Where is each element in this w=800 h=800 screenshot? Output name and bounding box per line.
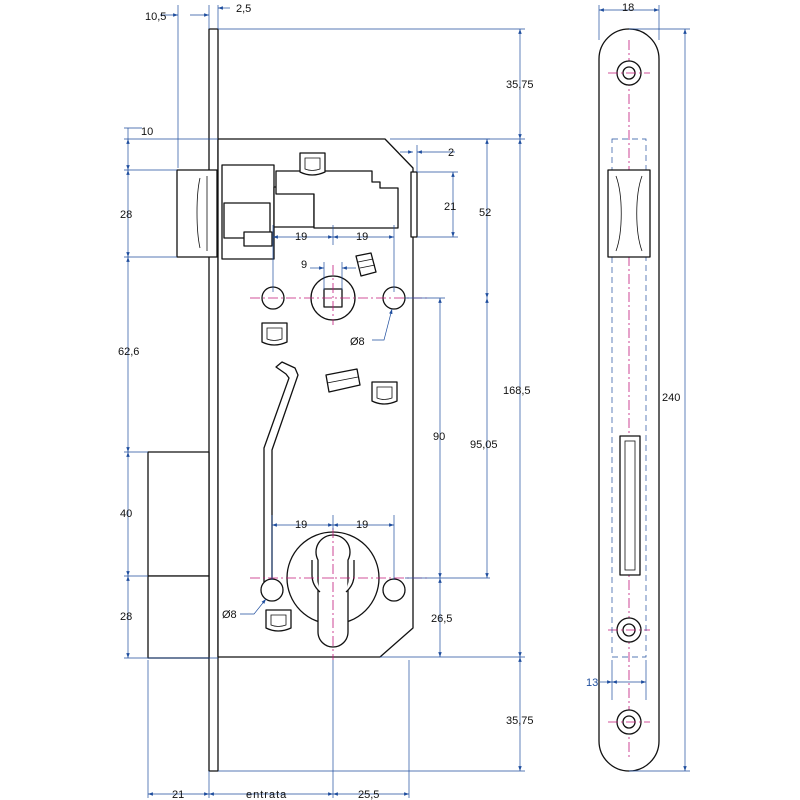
dim-follower-to-cylinder: 90 [433, 431, 445, 443]
front-faceplate [208, 28, 219, 772]
dim-case-inset: 10 [141, 126, 153, 138]
deadbolt [147, 451, 210, 577]
screw-housing-bottom [265, 609, 292, 632]
side-latch-window [607, 169, 651, 258]
side-view: 18 240 13 [586, 2, 690, 772]
center-block [325, 368, 361, 393]
dim-top-to-case: 35,75 [506, 79, 534, 91]
dim-side-slot-offset: 13 [586, 677, 598, 689]
cylinder-fixing-hole-right [382, 578, 406, 602]
front-dimension-lines [124, 5, 525, 798]
dim-case-to-bottom: 35,75 [506, 715, 534, 727]
side-latch-outline [611, 138, 647, 658]
side-dimension-lines [598, 5, 690, 772]
entrance-label: entrata [246, 789, 287, 800]
cylinder-fixing-hole-left [260, 578, 284, 602]
dim-latch-follower-left: 19 [295, 231, 307, 243]
dim-deadbolt-height: 40 [120, 508, 132, 520]
side-screw-hole-top [608, 60, 650, 86]
dim-bottom-bolt-height: 28 [120, 611, 132, 623]
bottom-bolt [147, 575, 210, 659]
latch-lever [410, 171, 418, 238]
spring-block [355, 252, 377, 277]
dim-faceplate-offset: 10,5 [145, 11, 166, 23]
side-screw-hole-bottom-1 [608, 617, 650, 643]
dim-latch-gap: 2 [448, 147, 454, 159]
dim-latch-to-cylinder: 95,05 [470, 439, 498, 451]
dim-latch-offset: 52 [479, 207, 491, 219]
side-deadbolt-slot [619, 435, 641, 576]
screw-housing-top [299, 152, 326, 176]
dim-side-width: 18 [622, 2, 634, 14]
dim-bolt-projection: 21 [172, 789, 184, 800]
dim-cylinder-left: 19 [295, 519, 307, 531]
latch-mechanism [221, 164, 399, 260]
dim-follower-square: 9 [301, 259, 307, 271]
front-dimension-labels: 10,5 2,5 35,75 10 2 28 52 21 19 19 9 Ø8 … [118, 3, 534, 800]
dim-lever-height: 21 [444, 201, 456, 213]
side-dimension-labels: 18 240 13 [586, 2, 680, 689]
dim-latch-height: 28 [120, 209, 132, 221]
screw-housing-middle-right [371, 381, 398, 405]
screw-housing-middle-left [261, 322, 288, 346]
dim-case-height: 168,5 [503, 385, 531, 397]
dim-latch-to-deadbolt: 62,6 [118, 346, 139, 358]
dim-backset: 25,5 [358, 789, 379, 800]
dim-latch-follower-right: 19 [356, 231, 368, 243]
dim-follower-hole: Ø8 [350, 336, 365, 348]
latch-bolt-bevel [196, 177, 201, 249]
dim-side-length: 240 [662, 392, 680, 404]
dim-cylinder-right: 19 [356, 519, 368, 531]
side-screw-hole-bottom-2 [608, 709, 650, 735]
dim-faceplate-thickness: 2,5 [236, 3, 251, 15]
front-view: 10,5 2,5 35,75 10 2 28 52 21 19 19 9 Ø8 … [118, 3, 534, 800]
dim-cylinder-to-bottom: 26,5 [431, 613, 452, 625]
dim-cylinder-hole: Ø8 [222, 609, 237, 621]
